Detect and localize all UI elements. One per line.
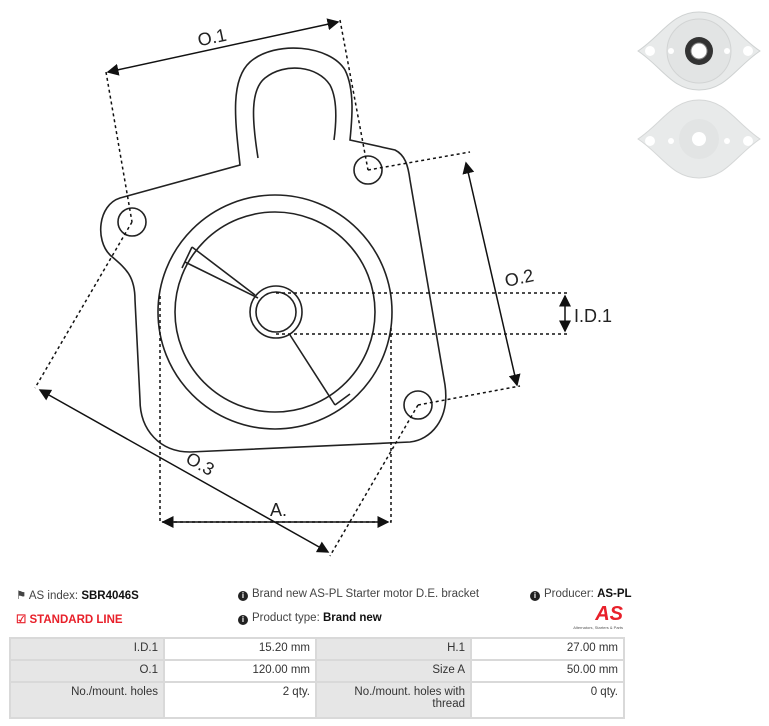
info-icon: i <box>530 591 540 601</box>
tags-icon: ⚑ <box>16 590 27 602</box>
product-photo-front[interactable] <box>636 10 762 92</box>
mount-hole <box>353 155 383 185</box>
info-icon: i <box>238 591 248 601</box>
checkbox-icon: ☑ <box>16 614 27 626</box>
bracket-outline <box>99 47 447 453</box>
label-o2: O.2 <box>503 265 536 291</box>
standard-line-badge: ☑ STANDARD LINE <box>16 614 123 626</box>
info-icon: i <box>238 615 248 625</box>
label-a: A. <box>270 500 287 520</box>
mount-hole <box>117 207 147 237</box>
technical-drawing: O.1 O.2 O.3 A. I.D.1 <box>34 18 612 557</box>
label-o3: O.3 <box>183 448 218 480</box>
mount-hole <box>403 390 433 420</box>
as-pl-logo: AS Alternators, Starters & Parts <box>573 603 623 630</box>
product-photo-back[interactable] <box>636 98 762 180</box>
label-id1: I.D.1 <box>574 306 612 326</box>
as-index: ⚑ AS index: SBR4046S <box>16 590 139 602</box>
